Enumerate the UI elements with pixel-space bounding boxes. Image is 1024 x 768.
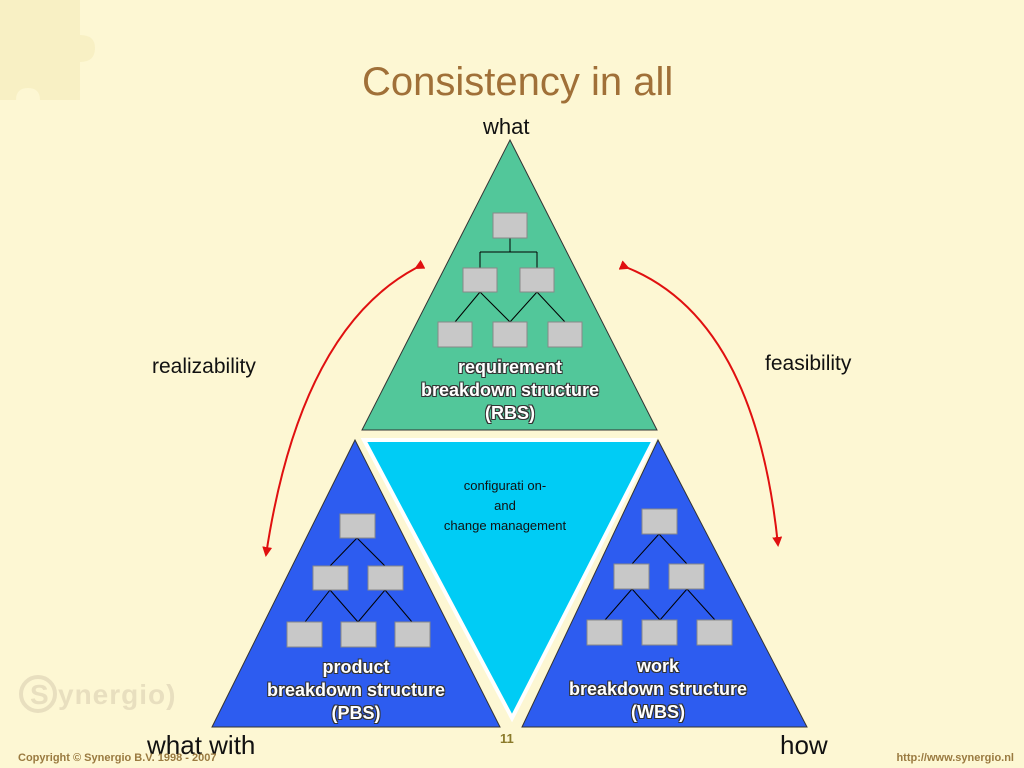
feasibility-label: feasibility (765, 352, 852, 375)
pbs-label: product breakdown structure (PBS) (236, 656, 476, 725)
copyright-text: Copyright © Synergio B.V. 1998 - 2007 (18, 752, 217, 764)
pbs-label-line2: breakdown structure (266, 680, 446, 700)
rbs-label-line1: requirement (457, 357, 563, 377)
config-label: configurati on- and change management (410, 476, 600, 536)
rbs-label: requirement breakdown structure (RBS) (390, 356, 630, 425)
pbs-label-line3: (PBS) (331, 703, 381, 723)
realizability-label: realizability (152, 355, 256, 378)
wbs-label: work breakdown structure (WBS) (538, 655, 778, 724)
what-with-label: what with (147, 730, 256, 760)
feasibility-arrow (618, 260, 783, 547)
website-link[interactable]: http://www.synergio.nl (896, 752, 1014, 764)
wbs-triangle (521, 438, 808, 728)
config-label-line1: configurati on- (463, 478, 547, 493)
rbs-label-line2: breakdown structure (420, 380, 600, 400)
rbs-triangle (361, 138, 658, 431)
config-label-line2: and (494, 498, 516, 513)
how-label: how (780, 730, 828, 760)
pbs-triangle (211, 438, 501, 728)
what-label: what (483, 114, 530, 139)
wbs-label-line1: work (636, 656, 679, 676)
svg-text:S: S (30, 679, 50, 710)
wbs-label-line3: (WBS) (631, 702, 685, 722)
config-triangle (360, 438, 658, 723)
synergio-logo: S ynergio) (16, 674, 176, 723)
realizability-arrow (262, 259, 426, 557)
pbs-label-line1: product (322, 657, 390, 677)
wbs-label-line2: breakdown structure (568, 679, 748, 699)
slide-title: Consistency in all (362, 60, 674, 104)
rbs-tree-icon (437, 212, 583, 348)
svg-text:ynergio): ynergio) (58, 679, 176, 710)
puzzle-piece-decoration (0, 0, 95, 100)
page-number: 11 (500, 731, 514, 746)
rbs-label-line3: (RBS) (485, 403, 535, 423)
config-label-line3: change management (443, 518, 567, 533)
